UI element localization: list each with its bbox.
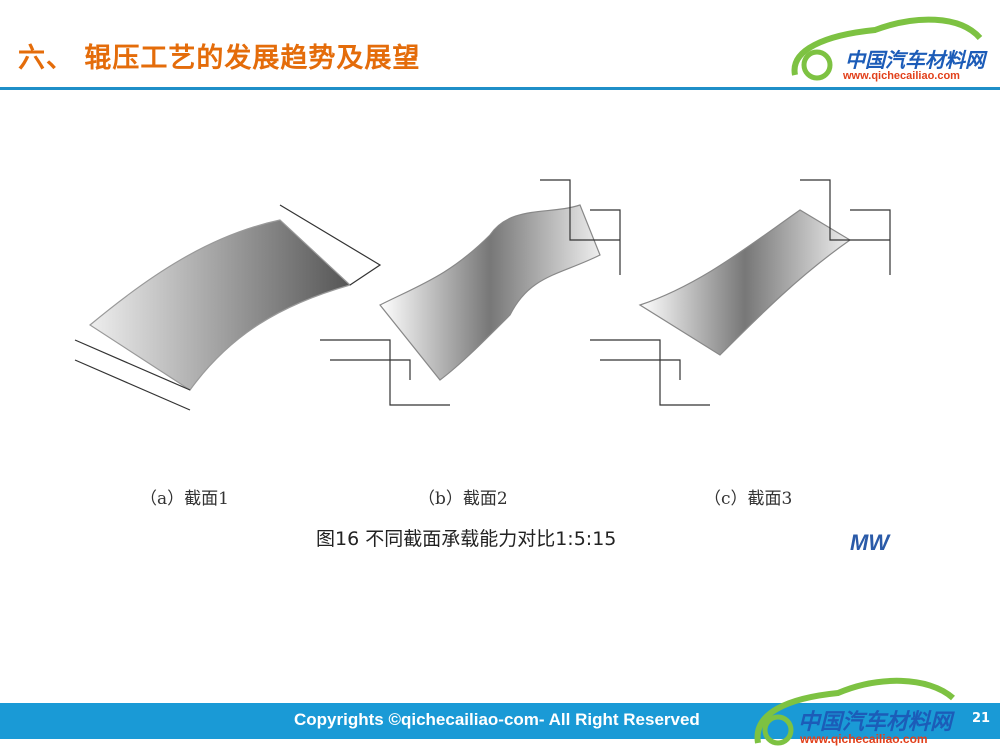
logo-name: 中国汽车材料网	[845, 48, 985, 72]
footer-copyright: Copyrights ©qichecailiao-com- All Right …	[294, 710, 700, 729]
car-swoosh-icon	[754, 677, 955, 746]
section-2-diagram	[320, 179, 621, 406]
mw-watermark: MW	[850, 530, 890, 555]
subcaption-b: （b）截面2	[418, 489, 508, 509]
footer-logo: 中国汽车材料网 www.qichecailiao.com	[748, 668, 963, 749]
subcaption-c: （c）截面3	[704, 489, 793, 509]
section-1-diagram	[74, 204, 382, 411]
site-logo: 中国汽车材料网 www.qichecailiao.com	[785, 10, 995, 85]
footer-logo-name: 中国汽车材料网	[798, 710, 953, 735]
car-swoosh-icon	[791, 16, 983, 81]
footer-bar	[0, 703, 1000, 739]
page-number: 21	[972, 711, 991, 726]
logo-url: www.qichecailiao.com	[843, 70, 960, 82]
footer-logo-url: www.qichecailiao.com	[800, 732, 928, 746]
figure-caption: 图16 不同截面承载能力对比1:5:15	[316, 528, 617, 550]
header-divider	[0, 87, 1000, 90]
slide-title: 六、 辊压工艺的发展趋势及展望	[18, 43, 421, 74]
cross-section-diagrams	[74, 179, 891, 411]
section-3-diagram	[590, 179, 891, 406]
subcaption-a: （a）截面1	[140, 489, 229, 509]
